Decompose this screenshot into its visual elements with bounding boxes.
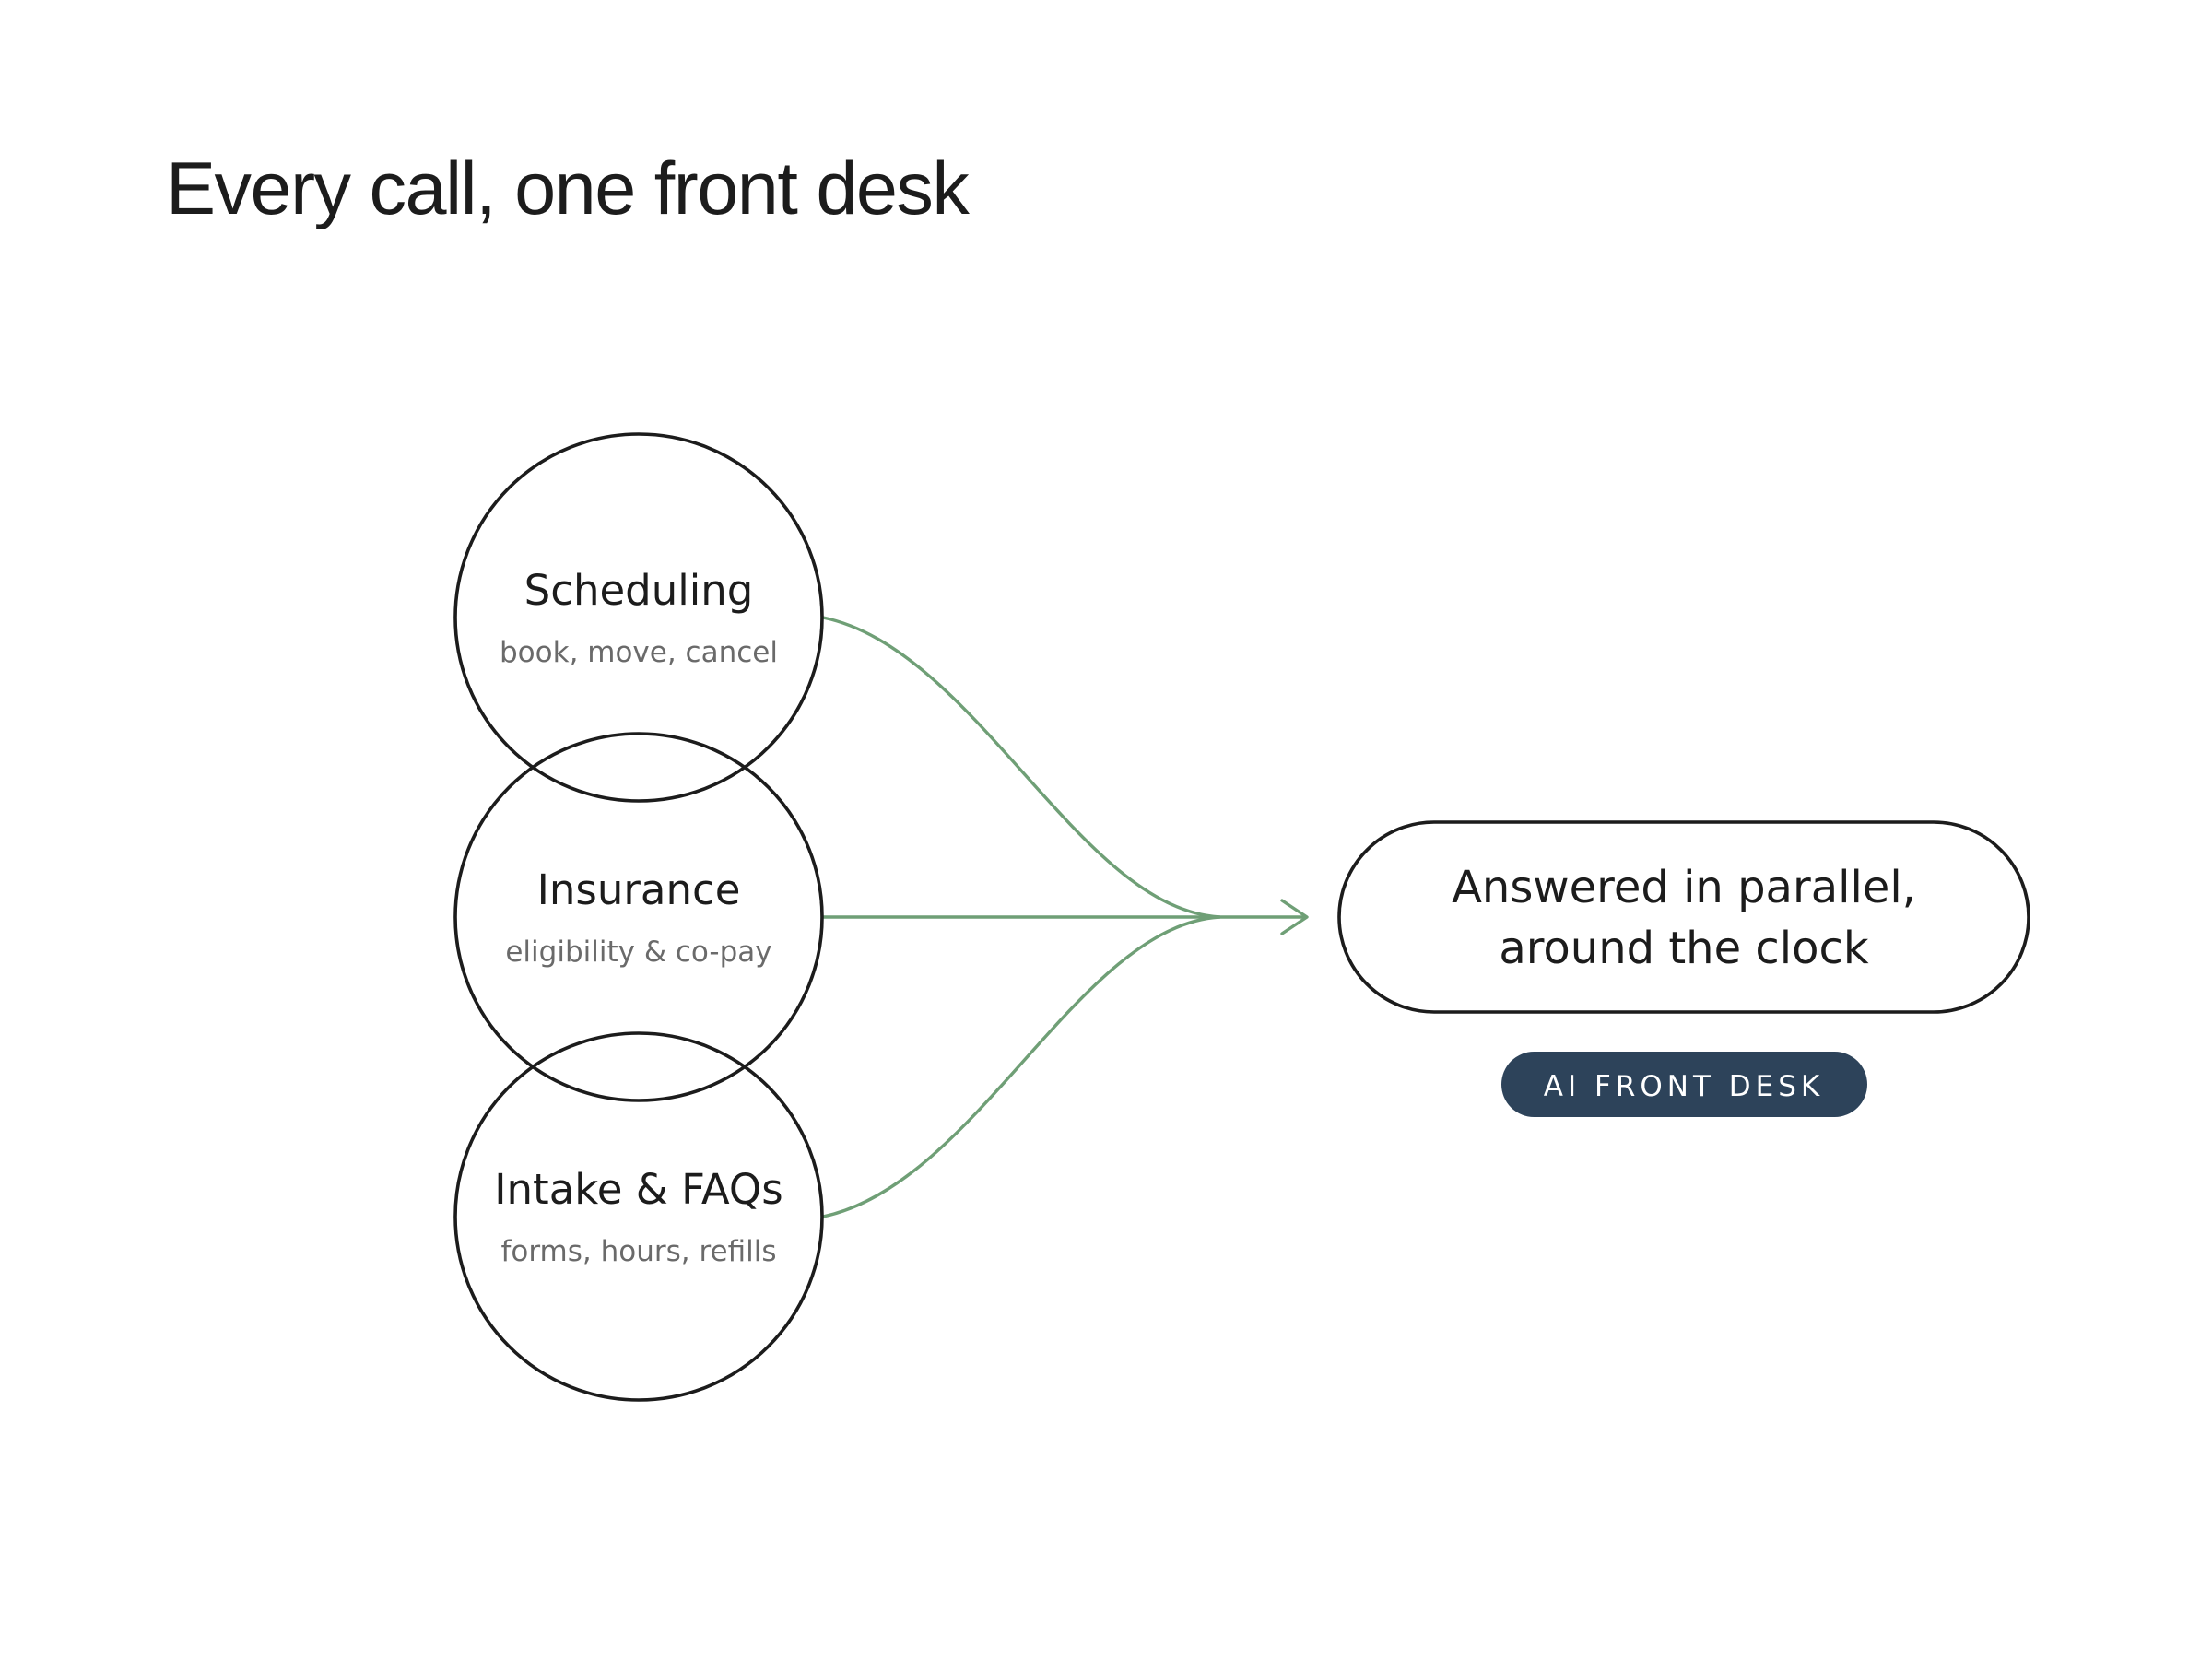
source-node-insurance: Insurance eligibility & co-pay xyxy=(453,732,824,1102)
node-circle xyxy=(453,432,824,803)
page-title: Every call, one front desk xyxy=(166,147,970,230)
badge-background xyxy=(1501,1052,1867,1117)
node-sublabel: eligibility & co-pay xyxy=(505,935,771,969)
target-pill xyxy=(1337,820,2030,1014)
flow-connectors xyxy=(821,616,1309,1218)
arrow-right-icon xyxy=(1280,899,1309,935)
source-node-scheduling: Scheduling book, move, cancel xyxy=(453,432,824,803)
node-sublabel: forms, hours, refills xyxy=(500,1235,776,1268)
node-sublabel: book, move, cancel xyxy=(500,636,778,669)
node-circle xyxy=(453,732,824,1102)
badge-label: AI FRONT DESK xyxy=(1544,1070,1824,1103)
target-line-2: around the clock xyxy=(1499,923,1869,974)
node-label: Intake & FAQs xyxy=(494,1165,782,1214)
node-circle xyxy=(453,1031,824,1402)
node-label: Scheduling xyxy=(524,566,754,615)
flow-line-scheduling xyxy=(821,616,1221,919)
source-node-intake: Intake & FAQs forms, hours, refills xyxy=(453,1031,824,1402)
target-line-1: Answered in parallel, xyxy=(1452,862,1916,913)
flow-line-intake xyxy=(821,915,1221,1218)
node-label: Insurance xyxy=(537,865,741,914)
target-node: Answered in parallel, around the clock xyxy=(1337,820,2030,1014)
ai-front-desk-badge: AI FRONT DESK xyxy=(1501,1052,1867,1117)
